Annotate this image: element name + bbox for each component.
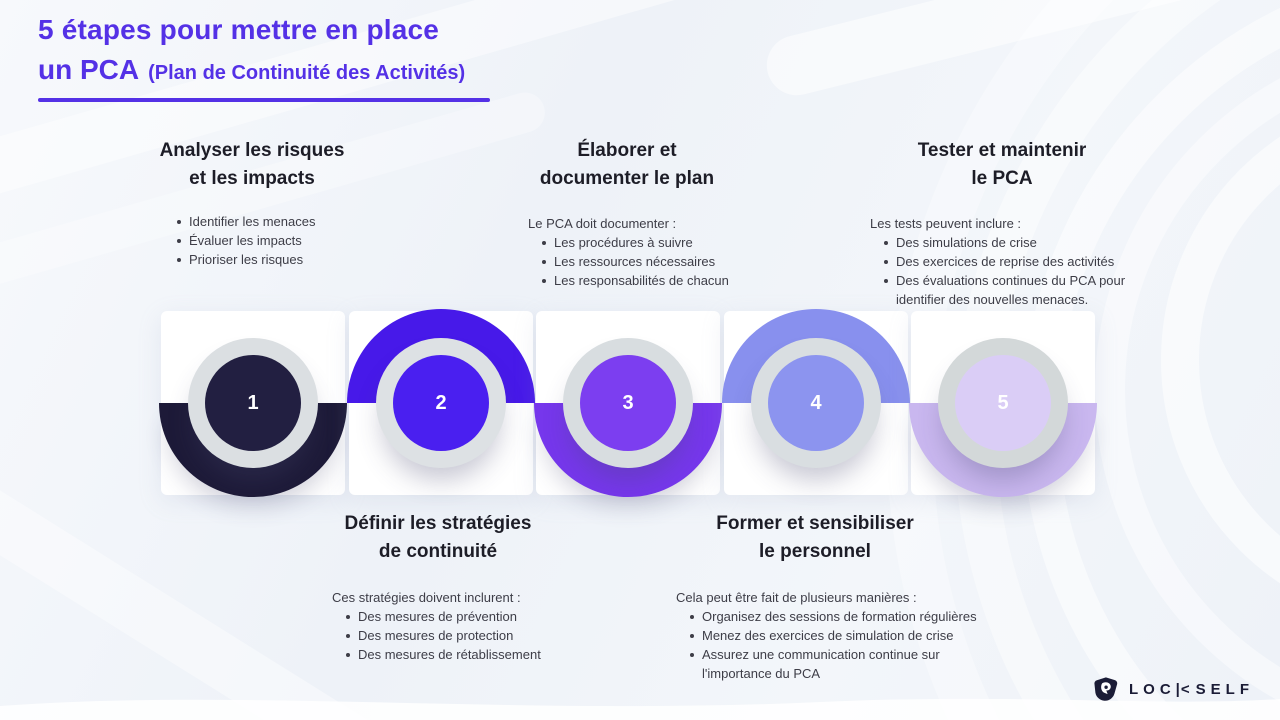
step-number-circle: 1	[205, 355, 301, 451]
step-number: 5	[997, 391, 1009, 414]
brand-logo: LOC |< SELF	[1093, 676, 1254, 702]
bullet-item: Évaluer les impacts	[177, 231, 413, 250]
bullet-label: Des simulations de crise	[896, 235, 1037, 250]
title-underline	[38, 98, 490, 102]
step-number: 3	[622, 391, 634, 414]
step-number-circle: 5	[955, 355, 1051, 451]
bullet-dot-icon	[884, 241, 888, 245]
bullet-item: Des évaluations continues du PCA pour id…	[884, 271, 1180, 309]
bullet-dot-icon	[177, 258, 181, 262]
bullet-label: Prioriser les risques	[189, 252, 304, 267]
bullet-dot-icon	[346, 634, 350, 638]
bullet-label: Organisez des sessions de formation régu…	[702, 609, 977, 624]
step-2-content: Ces stratégies doivent inclurent : Des m…	[332, 588, 592, 664]
bullet-item: Des exercices de reprise des activités	[884, 252, 1180, 271]
brand-name-left: LOC	[1129, 680, 1176, 698]
brand-name: LOC |< SELF	[1129, 681, 1254, 698]
bullet-item: Menez des exercices de simulation de cri…	[690, 626, 996, 645]
bullet-label: Les ressources nécessaires	[554, 254, 716, 269]
bullet-label: Des exercices de reprise des activités	[896, 254, 1115, 269]
bullet-label: Les responsabilités de chacun	[554, 273, 729, 288]
bullet-dot-icon	[884, 279, 888, 283]
step-5-intro: Les tests peuvent inclure :	[870, 216, 1022, 231]
step-3-content: Le PCA doit documenter : Les procédures …	[528, 214, 788, 290]
bullet-item: Prioriser les risques	[177, 250, 413, 269]
bullet-label: Les procédures à suivre	[554, 235, 693, 250]
bullet-item: Identifier les menaces	[177, 212, 413, 231]
bullet-dot-icon	[690, 653, 694, 657]
page-title-line2: un PCA (Plan de Continuité des Activités…	[38, 54, 465, 86]
bullet-label: Identifier les menaces	[189, 214, 316, 229]
bullet-dot-icon	[884, 260, 888, 264]
step-number-circle: 3	[580, 355, 676, 451]
step-circle-2: 2	[347, 309, 535, 497]
bullet-item: Des simulations de crise	[884, 233, 1180, 252]
step-4-intro: Cela peut être fait de plusieurs manière…	[676, 590, 917, 605]
bullet-item: Organisez des sessions de formation régu…	[690, 607, 996, 626]
bullet-dot-icon	[542, 241, 546, 245]
step-number: 2	[435, 391, 447, 414]
bullet-label: Menez des exercices de simulation de cri…	[702, 628, 954, 643]
step-2-intro: Ces stratégies doivent inclurent :	[332, 590, 521, 605]
page-title-main: un PCA	[38, 54, 140, 85]
bullet-label: Assurez une communication continue sur l…	[702, 647, 940, 681]
bullet-item: Les responsabilités de chacun	[542, 271, 788, 290]
step-circle-3: 3	[534, 309, 722, 497]
bullet-dot-icon	[542, 279, 546, 283]
step-number-circle: 4	[768, 355, 864, 451]
bullet-label: Des mesures de rétablissement	[358, 647, 541, 662]
bullet-item: Les ressources nécessaires	[542, 252, 788, 271]
step-1-heading: Analyser les risques et les impacts	[159, 140, 345, 189]
step-circle-1: 1	[159, 309, 347, 497]
bullet-dot-icon	[690, 615, 694, 619]
bullet-label: Des évaluations continues du PCA pour id…	[896, 273, 1126, 307]
brand-name-k: |<	[1175, 680, 1191, 698]
bullet-item: Les procédures à suivre	[542, 233, 788, 252]
step-3-heading: Élaborer et documenter le plan	[539, 140, 715, 189]
step-number: 1	[247, 391, 259, 414]
bullet-label: Évaluer les impacts	[189, 233, 302, 248]
bullet-item: Assurez une communication continue sur l…	[690, 645, 996, 683]
bullet-dot-icon	[346, 653, 350, 657]
lockself-shield-icon	[1094, 677, 1118, 701]
step-3-intro: Le PCA doit documenter :	[528, 216, 677, 231]
bullet-dot-icon	[177, 220, 181, 224]
bullet-label: Des mesures de protection	[358, 628, 514, 643]
bullet-item: Des mesures de rétablissement	[346, 645, 592, 664]
step-number: 4	[810, 391, 822, 414]
bullet-dot-icon	[690, 634, 694, 638]
bullet-label: Des mesures de prévention	[358, 609, 517, 624]
page-title-subtitle: (Plan de Continuité des Activités)	[148, 62, 466, 84]
step-4-content: Cela peut être fait de plusieurs manière…	[676, 588, 996, 683]
step-number-circle: 2	[393, 355, 489, 451]
step-circle-4: 4	[722, 309, 910, 497]
bullet-dot-icon	[542, 260, 546, 264]
step-2-heading: Définir les stratégies de continuité	[344, 513, 532, 562]
bullet-dot-icon	[346, 615, 350, 619]
step-4-heading: Former et sensibiliser le personnel	[716, 513, 914, 562]
bullet-item: Des mesures de protection	[346, 626, 592, 645]
brand-name-right: SELF	[1195, 680, 1254, 698]
step-5-heading: Tester et maintenir le PCA	[917, 140, 1087, 189]
page-title-line1: 5 étapes pour mettre en place	[38, 14, 440, 45]
step-1-content: Identifier les menaces Évaluer les impac…	[163, 212, 413, 269]
bullet-item: Des mesures de prévention	[346, 607, 592, 626]
step-circle-5: 5	[909, 309, 1097, 497]
step-5-content: Les tests peuvent inclure : Des simulati…	[870, 214, 1180, 309]
bullet-dot-icon	[177, 239, 181, 243]
